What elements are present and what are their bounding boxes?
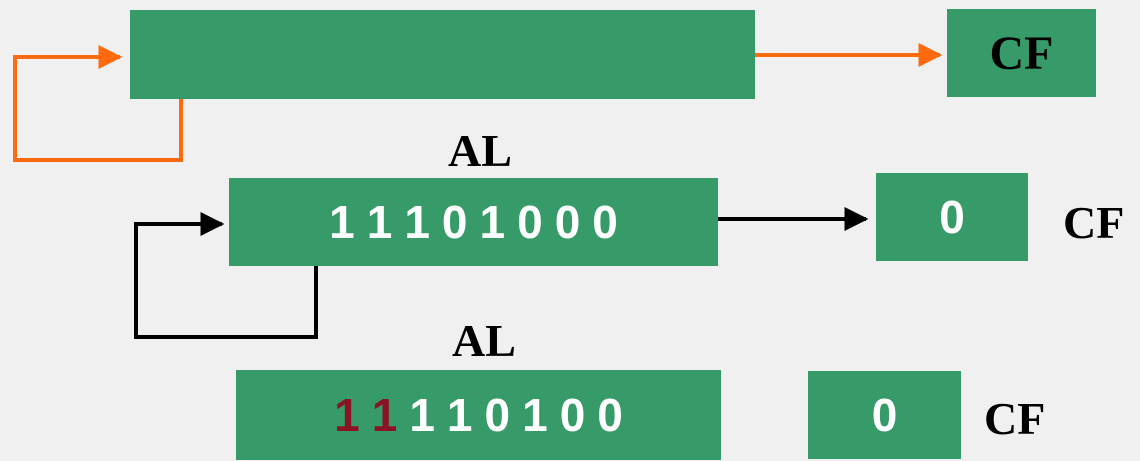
middle-cf-box: 0 <box>876 173 1028 261</box>
bottom-bit-6: 0 <box>559 389 586 441</box>
middle-bit-7: 0 <box>592 196 618 248</box>
bottom-bit-7: 0 <box>597 389 623 441</box>
bottom-cf-label: CF <box>984 393 1046 444</box>
middle-bit-4: 1 <box>479 196 506 248</box>
bottom-cf-box: 0 <box>808 371 961 459</box>
middle-bit-6: 0 <box>554 196 581 248</box>
bottom-bit-3: 1 <box>446 389 473 441</box>
middle-cf-value: 0 <box>939 191 965 243</box>
middle-cf-label: CF <box>1063 197 1125 248</box>
top-cf-label: CF <box>989 26 1054 80</box>
middle-feedback-arrow <box>134 212 318 339</box>
bottom-cf-value: 0 <box>871 389 898 441</box>
top-feedback-arrow <box>13 45 183 162</box>
bottom-bit-2: 1 <box>409 389 435 441</box>
bottom-bit-4: 0 <box>484 389 511 441</box>
middle-bit-5: 0 <box>517 196 543 248</box>
middle-bit-0: 1 <box>329 196 355 248</box>
bottom-bit-0: 1 <box>334 389 360 441</box>
middle-bit-3: 0 <box>441 196 468 248</box>
top-cf-box: CF <box>947 9 1096 97</box>
middle-register-label: AL <box>448 125 512 176</box>
middle-bit-1: 1 <box>366 196 393 248</box>
bottom-bit-5: 1 <box>522 389 548 441</box>
middle-bit-2: 1 <box>404 196 430 248</box>
top-register <box>130 10 755 99</box>
bottom-register-label: AL <box>452 315 516 366</box>
bottom-bit-1: 1 <box>371 389 398 441</box>
